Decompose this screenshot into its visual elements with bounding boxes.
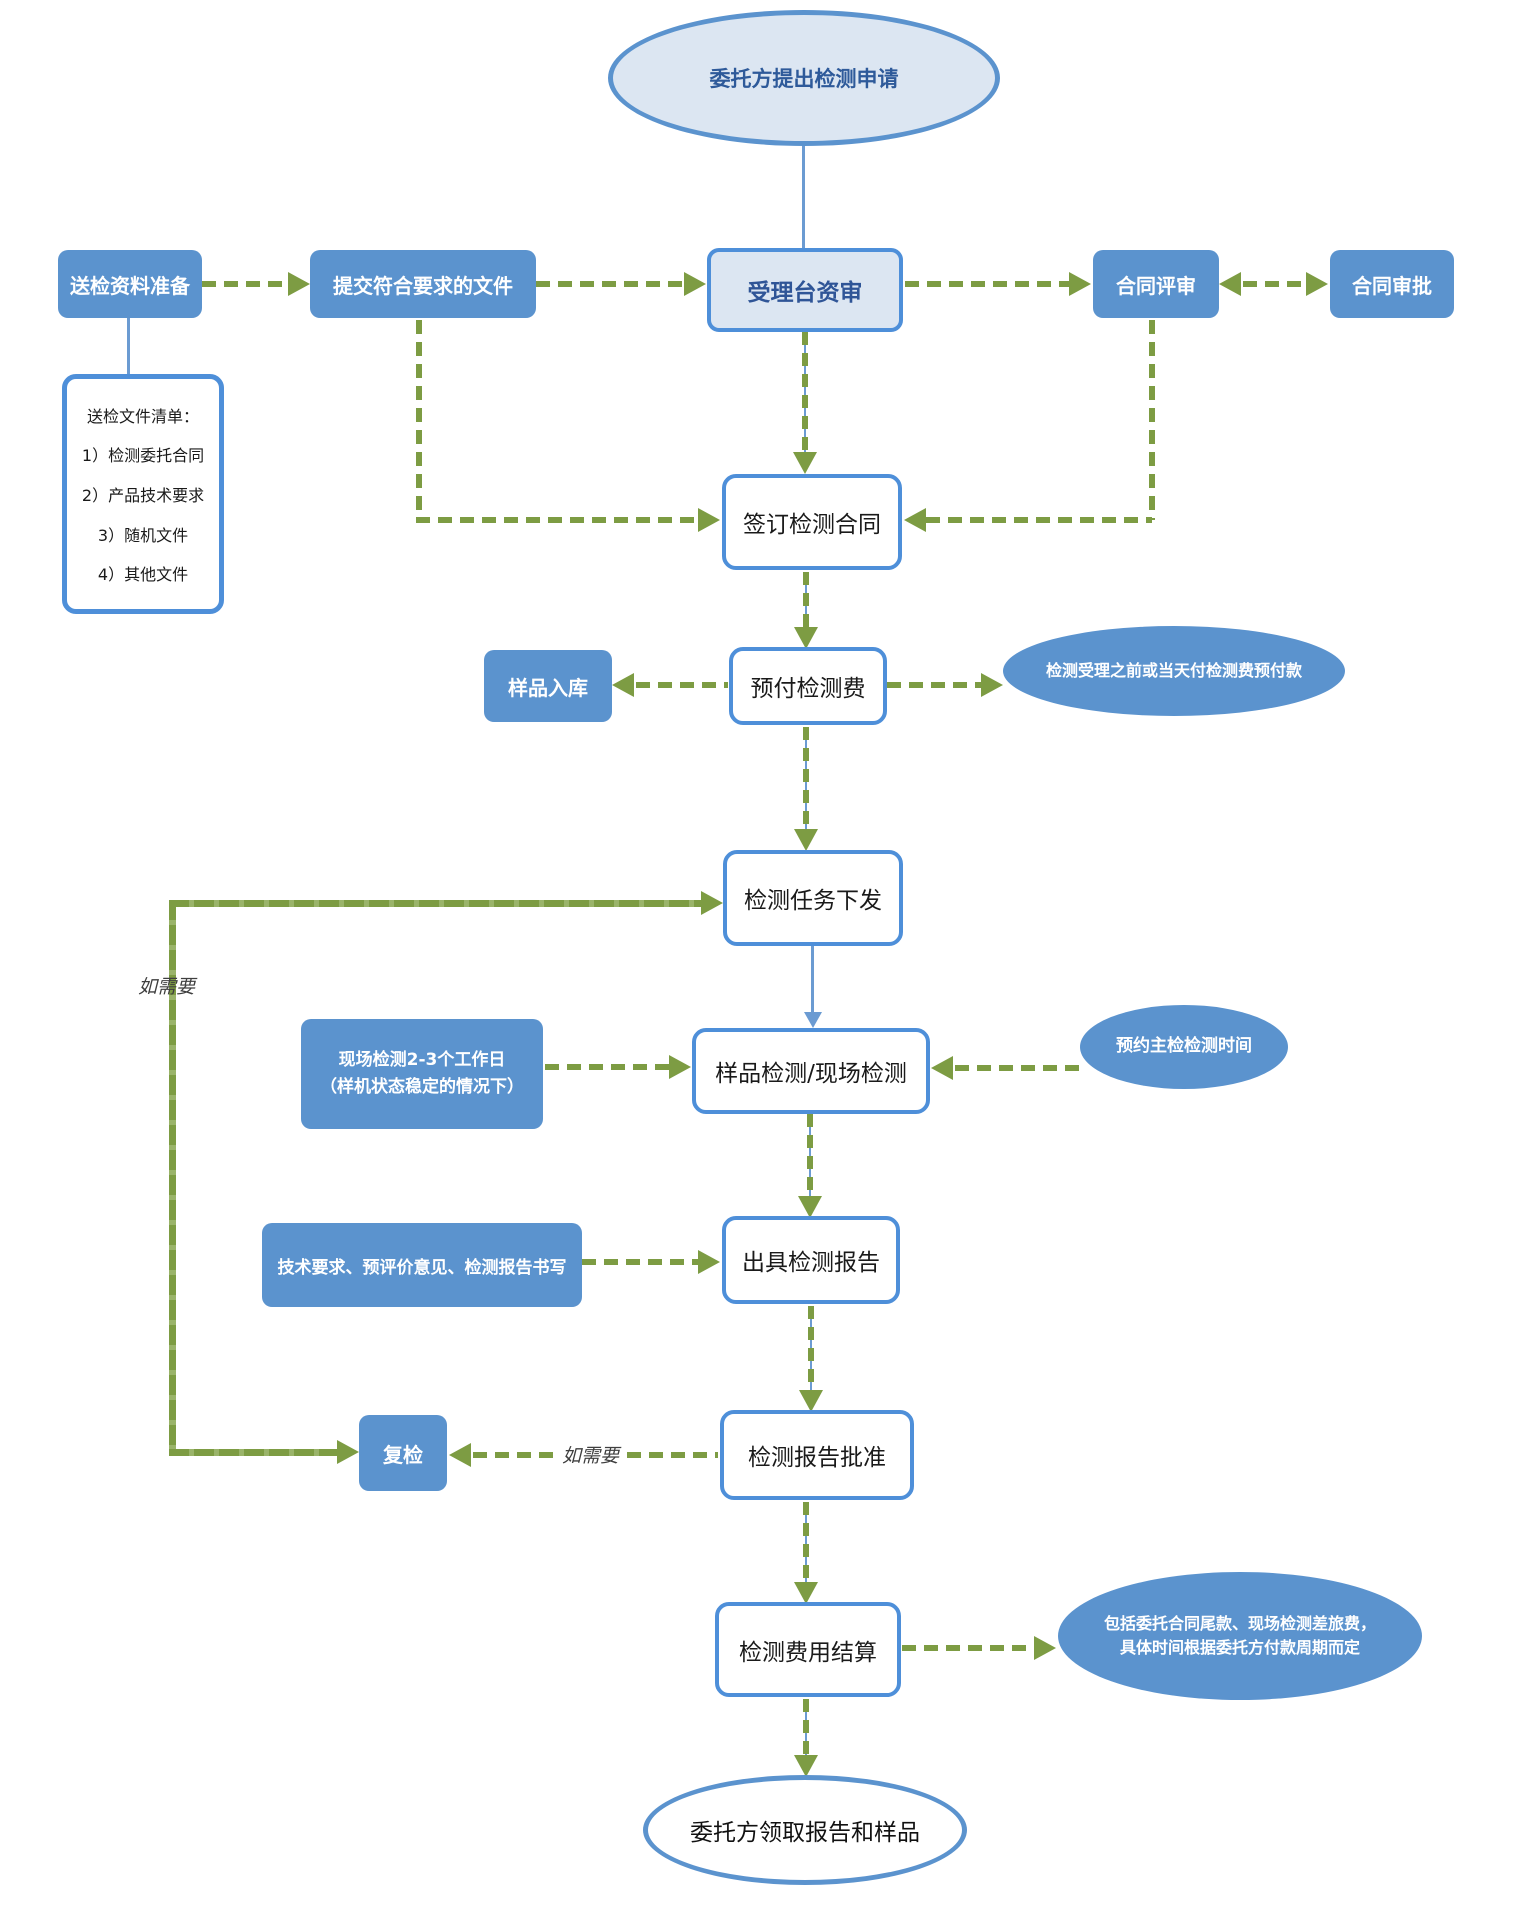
connector-prepay-to-dispatch [803, 727, 809, 829]
arrowhead-into-recheck-right [449, 1443, 471, 1467]
connector-appointment-to-test [955, 1065, 1079, 1071]
node-end: 委托方领取报告和样品 [643, 1775, 967, 1885]
node-sign: 签订检测合同 [722, 474, 902, 570]
connector-test-to-report [807, 1114, 813, 1196]
connector-sign-to-prepay [803, 572, 809, 627]
node-test: 样品检测/现场检测 [692, 1028, 930, 1114]
node-prepare: 送检资料准备 [58, 250, 202, 318]
onsite-note-line2: （样机状态稳定的情况下） [320, 1077, 524, 1097]
connector-review-down [1149, 320, 1155, 520]
arrowhead-into-sign-right [904, 508, 926, 532]
connector-review-approval [1243, 281, 1305, 287]
doc-list-item: 3）随机文件 [97, 525, 189, 545]
node-dispatch: 检测任务下发 [723, 850, 903, 946]
doc-list-item: 2）产品技术要求 [81, 485, 205, 505]
node-onsite-note: 现场检测2-3个工作日 （样机状态稳定的情况下） [301, 1019, 543, 1129]
settlement-note-line2: 具体时间根据委托方付款周期而定 [1119, 1638, 1360, 1657]
node-prepay-note: 检测受理之前或当天付检测费预付款 [1003, 626, 1345, 716]
connector-submit-to-sign [416, 517, 698, 523]
node-prepay: 预付检测费 [729, 647, 887, 725]
arrowhead-into-settlement-note [1034, 1636, 1056, 1660]
connector-review-to-sign [926, 517, 1152, 523]
node-settlement-note: 包括委托合同尾款、现场检测差旅费， 具体时间根据委托方付款周期而定 [1058, 1572, 1422, 1700]
node-settlement: 检测费用结算 [715, 1602, 901, 1697]
connector-approval-to-settlement [803, 1502, 809, 1582]
arrowhead-blue-into-test [804, 1012, 822, 1028]
doc-list-item: 1）检测委托合同 [81, 446, 205, 466]
node-report-note: 技术要求、预评价意见、检测报告书写 [262, 1223, 582, 1307]
connector-accept-to-sign [802, 332, 808, 452]
doc-list-item: 4）其他文件 [97, 565, 189, 585]
doc-list-title: 送检文件清单： [86, 406, 199, 426]
connector-settlement-to-note [902, 1645, 1034, 1651]
arrowhead-into-dispatch [794, 829, 818, 851]
arrowhead-into-report-left [698, 1250, 720, 1274]
connector-prepare-to-submit [202, 281, 288, 287]
arrowhead-into-end [794, 1755, 818, 1777]
arrowhead-into-storage [612, 673, 634, 697]
node-accept: 受理台资审 [707, 248, 903, 332]
connector-loop-vertical [169, 900, 176, 1452]
arrowhead-into-test-left [669, 1055, 691, 1079]
arrowhead-into-accept [684, 272, 706, 296]
connector-onsite-note-to-test [545, 1064, 669, 1070]
node-report: 出具检测报告 [722, 1216, 900, 1304]
connector-accept-to-contract-review [905, 281, 1069, 287]
node-sample-storage: 样品入库 [484, 650, 612, 722]
connector-report-to-approval [808, 1306, 814, 1390]
connector-report-note-to-report [582, 1259, 698, 1265]
connector-submit-down [416, 320, 422, 520]
connector-submit-to-accept [536, 281, 684, 287]
arrowhead-into-prepay-note [981, 673, 1003, 697]
arrowhead-into-report-approval [799, 1390, 823, 1412]
node-report-approval: 检测报告批准 [720, 1410, 914, 1500]
connector-prepay-to-storage [636, 682, 728, 688]
connector-prepay-to-note [887, 682, 981, 688]
connector-loop-to-recheck [169, 1449, 337, 1456]
node-recheck: 复检 [359, 1415, 447, 1491]
arrowhead-into-sign-left [698, 508, 720, 532]
arrowhead-into-contract-review-right [1219, 272, 1241, 296]
node-appointment-note: 预约主检检测时间 [1080, 1005, 1288, 1089]
onsite-note-line1: 现场检测2-3个工作日 [338, 1049, 506, 1070]
node-contract-approval: 合同审批 [1330, 250, 1454, 318]
label-if-needed-loop: 如需要 [138, 976, 196, 998]
arrowhead-into-prepay [794, 627, 818, 649]
arrowhead-into-test-right [931, 1056, 953, 1080]
connector-start-to-accept [802, 144, 805, 250]
connector-settlement-to-end [803, 1699, 809, 1755]
arrowhead-into-settlement [794, 1582, 818, 1604]
node-doc-list: 送检文件清单： 1）检测委托合同 2）产品技术要求 3）随机文件 4）其他文件 [62, 374, 224, 614]
arrowhead-into-submit [288, 272, 310, 296]
arrowhead-into-contract-approval [1306, 272, 1328, 296]
arrowhead-loop-into-recheck [337, 1440, 359, 1464]
connector-loop-to-dispatch [169, 900, 701, 907]
arrowhead-into-sign-top [793, 452, 817, 474]
connector-prepare-to-doclist [127, 318, 130, 374]
label-if-needed-recheck: 如需要 [556, 1441, 626, 1468]
arrowhead-into-report [798, 1196, 822, 1218]
settlement-note-line1: 包括委托合同尾款、现场检测差旅费， [1103, 1614, 1376, 1633]
node-contract-review: 合同评审 [1093, 250, 1219, 318]
arrowhead-loop-into-dispatch [701, 891, 723, 915]
connector-dispatch-to-test [811, 946, 814, 1014]
node-submit: 提交符合要求的文件 [310, 250, 536, 318]
node-start: 委托方提出检测申请 [608, 10, 1000, 146]
arrowhead-into-contract-review [1069, 272, 1091, 296]
